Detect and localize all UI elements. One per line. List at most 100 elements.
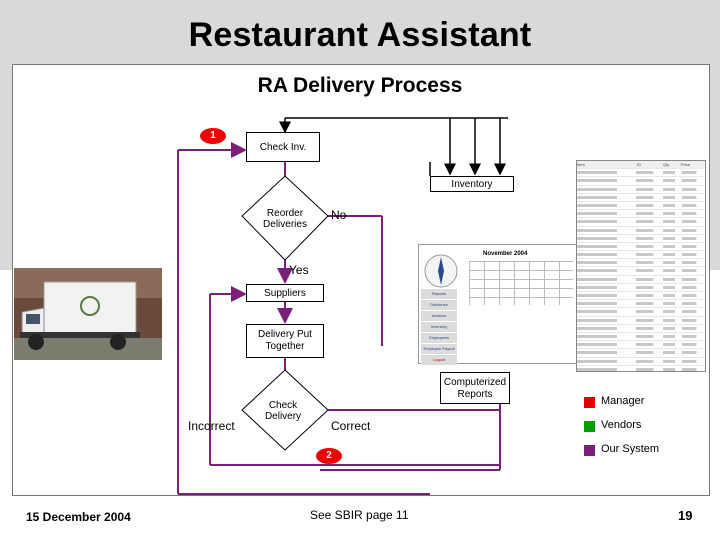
table-cell bbox=[577, 269, 635, 273]
table-cell bbox=[577, 203, 635, 207]
calendar-grid bbox=[469, 261, 573, 305]
table-cell bbox=[662, 236, 681, 240]
table-cell bbox=[682, 343, 703, 347]
table-cell bbox=[662, 179, 681, 183]
table-cell bbox=[577, 367, 635, 371]
table-row bbox=[577, 317, 705, 325]
table-row bbox=[577, 358, 705, 366]
menu-item-invoices[interactable]: Invoices bbox=[421, 311, 457, 321]
table-cell bbox=[636, 285, 661, 289]
menu-item-employees[interactable]: Employees bbox=[421, 333, 457, 343]
delivery-truck-image bbox=[14, 268, 162, 360]
table-cell bbox=[662, 302, 681, 306]
table-cell bbox=[682, 318, 703, 322]
table-cell bbox=[682, 195, 703, 199]
table-cell bbox=[682, 203, 703, 207]
table-row bbox=[577, 341, 705, 350]
table-cell bbox=[662, 367, 681, 371]
no-label: No bbox=[331, 208, 347, 222]
footer-date: 15 December 2004 bbox=[26, 510, 131, 524]
legend-label-manager: Manager bbox=[601, 395, 645, 407]
inventory-label: Inventory bbox=[451, 179, 493, 190]
table-cell bbox=[636, 310, 661, 314]
table-cell bbox=[636, 294, 661, 297]
table-body bbox=[577, 169, 705, 371]
table-cell bbox=[636, 236, 661, 240]
legend-swatch-vendors bbox=[584, 421, 595, 432]
table-row bbox=[577, 186, 705, 194]
table-row bbox=[577, 276, 705, 284]
table-row bbox=[577, 349, 705, 358]
table-header-row: Item ID Qty Price bbox=[577, 161, 705, 170]
table-cell bbox=[636, 359, 661, 363]
table-cell bbox=[577, 220, 635, 224]
table-cell bbox=[636, 179, 661, 183]
table-cell bbox=[682, 179, 703, 183]
calendar-title: November 2004 bbox=[483, 251, 528, 257]
table-cell bbox=[682, 359, 703, 363]
menu-item-deliveries[interactable]: Deliveries bbox=[421, 300, 457, 310]
table-cell bbox=[662, 253, 681, 257]
table-cell bbox=[636, 351, 661, 355]
table-row bbox=[577, 177, 705, 186]
menu-item-logout[interactable]: Logout bbox=[421, 355, 457, 365]
table-row bbox=[577, 227, 705, 235]
legend-label-our-system: Our System bbox=[601, 443, 660, 455]
table-cell bbox=[682, 244, 703, 248]
table-row bbox=[577, 300, 705, 309]
legend-label-vendors: Vendors bbox=[601, 419, 642, 431]
table-cell bbox=[682, 294, 703, 297]
table-cell bbox=[636, 326, 661, 330]
incorrect-label: Incorrect bbox=[188, 419, 235, 433]
table-cell bbox=[662, 326, 681, 330]
legend-swatch-manager bbox=[584, 397, 595, 408]
table-cell bbox=[577, 195, 635, 199]
table-cell bbox=[682, 187, 703, 191]
table-row bbox=[577, 210, 705, 219]
table-cell bbox=[577, 334, 635, 338]
table-cell bbox=[662, 203, 681, 207]
app-screenshot: November 2004 Reports Deliveries Invoice… bbox=[418, 244, 578, 365]
table-header-cell: Price bbox=[681, 162, 691, 167]
table-cell bbox=[636, 203, 661, 207]
table-cell bbox=[682, 277, 703, 281]
table-cell bbox=[636, 195, 661, 199]
table-cell bbox=[577, 171, 635, 175]
table-cell bbox=[636, 187, 661, 191]
table-cell bbox=[636, 253, 661, 257]
table-row bbox=[577, 259, 705, 268]
table-cell bbox=[636, 220, 661, 224]
table-cell bbox=[682, 302, 703, 306]
menu-item-inventory[interactable]: Inventory bbox=[421, 322, 457, 332]
table-cell bbox=[662, 187, 681, 191]
table-cell bbox=[662, 220, 681, 224]
table-row bbox=[577, 308, 705, 317]
table-cell bbox=[682, 310, 703, 314]
menu-item-payroll[interactable]: Employee Payroll bbox=[421, 344, 457, 354]
table-cell bbox=[662, 343, 681, 347]
table-cell bbox=[577, 351, 635, 355]
compass-icon bbox=[424, 254, 458, 288]
table-cell bbox=[662, 310, 681, 314]
page-number: 19 bbox=[678, 508, 693, 523]
table-cell bbox=[662, 212, 681, 216]
table-row bbox=[577, 366, 705, 371]
table-row bbox=[577, 235, 705, 243]
menu-item-reports[interactable]: Reports bbox=[421, 289, 457, 299]
table-cell bbox=[636, 343, 661, 347]
diagram-title: RA Delivery Process bbox=[257, 74, 463, 97]
table-header-cell: Qty bbox=[663, 162, 670, 167]
table-row bbox=[577, 325, 705, 333]
table-cell bbox=[662, 359, 681, 363]
table-cell bbox=[682, 261, 703, 265]
table-cell bbox=[577, 228, 635, 232]
table-cell bbox=[636, 212, 661, 216]
table-cell bbox=[636, 277, 661, 281]
table-cell bbox=[577, 343, 635, 347]
reorder-deliveries-label: Reorder Deliveries bbox=[263, 208, 307, 230]
table-cell bbox=[636, 269, 661, 273]
table-cell bbox=[577, 302, 635, 306]
table-cell bbox=[682, 236, 703, 240]
table-row bbox=[577, 194, 705, 202]
